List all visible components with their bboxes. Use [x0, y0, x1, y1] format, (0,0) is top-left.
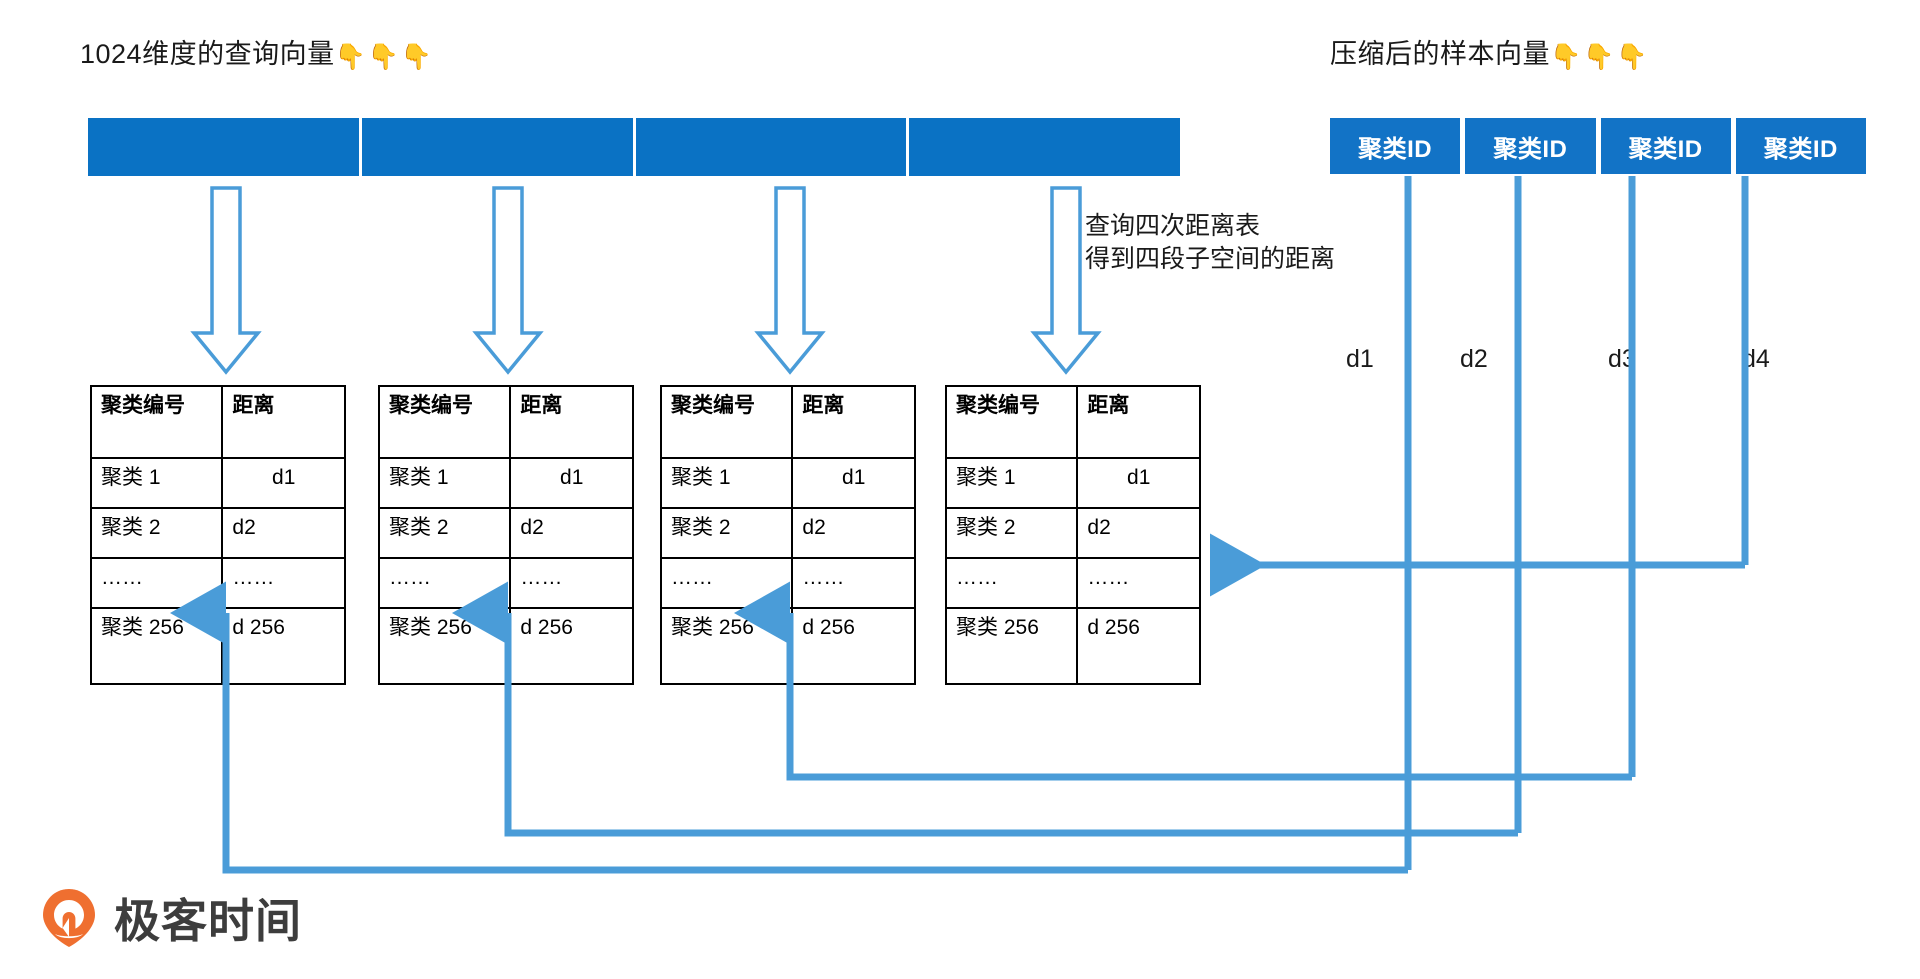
pointing-down-icon-right: 👇👇👇	[1550, 43, 1650, 71]
table-row: 聚类 2 d2	[89, 507, 346, 559]
header-distance: 距离	[1076, 385, 1201, 459]
table-row: 聚类 1 d1	[659, 457, 916, 509]
geektime-logo: 极客时间	[38, 885, 302, 951]
cell-distance: ……	[1076, 557, 1201, 609]
cell-distance: ……	[791, 557, 916, 609]
compressed-vector-title-text: 压缩后的样本向量	[1330, 39, 1550, 69]
cell-cluster: 聚类 2	[89, 507, 224, 559]
table-row: 聚类 256 d 256	[377, 607, 634, 685]
cell-cluster: 聚类 2	[659, 507, 794, 559]
distance-table-2: 聚类编号 距离 聚类 1 d1 聚类 2 d2 …… …… 聚类 256 d 2…	[377, 385, 634, 685]
cell-distance: d 256	[1076, 607, 1201, 685]
cluster-id-box-4: 聚类ID	[1735, 118, 1866, 174]
table-row: 聚类 256 d 256	[89, 607, 346, 685]
cluster-id-box-3: 聚类ID	[1600, 118, 1731, 174]
distance-label-d1: d1	[1346, 345, 1374, 373]
cluster-id-drop-lines	[1404, 176, 1749, 870]
cell-distance: d 256	[221, 607, 346, 685]
geektime-logo-text: 极客时间	[114, 894, 302, 948]
cell-distance: d2	[791, 507, 916, 559]
cell-cluster: 聚类 2	[377, 507, 512, 559]
header-distance: 距离	[791, 385, 916, 459]
table-row: 聚类 2 d2	[377, 507, 634, 559]
cell-distance: d1	[509, 457, 634, 509]
cell-distance: ……	[221, 557, 346, 609]
query-vector-title-text: 1024维度的查询向量	[80, 39, 335, 69]
cell-cluster: ……	[659, 557, 794, 609]
cell-distance: ……	[509, 557, 634, 609]
query-vector-bar	[88, 118, 1180, 176]
block-arrow-down-3	[754, 186, 826, 375]
header-distance: 距离	[509, 385, 634, 459]
table-row: 聚类 2 d2	[659, 507, 916, 559]
query-vector-segment-1	[88, 118, 362, 176]
cell-distance: d2	[221, 507, 346, 559]
cell-distance: d2	[1076, 507, 1201, 559]
cluster-id-row: 聚类ID 聚类ID 聚类ID 聚类ID	[1330, 118, 1866, 174]
distance-table-1: 聚类编号 距离 聚类 1 d1 聚类 2 d2 …… …… 聚类 256 d 2…	[89, 385, 346, 685]
cell-cluster: ……	[377, 557, 512, 609]
table-row: …… ……	[89, 557, 346, 609]
cell-cluster: ……	[89, 557, 224, 609]
cell-distance: d 256	[791, 607, 916, 685]
cluster-id-box-2: 聚类ID	[1465, 118, 1596, 174]
distance-table-3: 聚类编号 距离 聚类 1 d1 聚类 2 d2 …… …… 聚类 256 d 2…	[659, 385, 916, 685]
table-row: …… ……	[377, 557, 634, 609]
distance-label-d4: d4	[1742, 345, 1770, 373]
cell-distance: d1	[791, 457, 916, 509]
query-annotation-line-2: 得到四段子空间的距离	[1085, 245, 1336, 273]
table-row: 聚类 256 d 256	[659, 607, 916, 685]
cell-cluster: ……	[944, 557, 1079, 609]
cell-cluster: 聚类 2	[944, 507, 1079, 559]
table-header-row: 聚类编号 距离	[659, 385, 916, 459]
table-row: …… ……	[659, 557, 916, 609]
block-arrow-down-1	[190, 186, 262, 375]
table-row: 聚类 2 d2	[944, 507, 1201, 559]
header-cluster-id: 聚类编号	[89, 385, 224, 459]
query-vector-segment-2	[361, 118, 636, 176]
header-cluster-id: 聚类编号	[377, 385, 512, 459]
table-row: 聚类 1 d1	[944, 457, 1201, 509]
cell-cluster: 聚类 256	[377, 607, 512, 685]
cell-cluster: 聚类 1	[377, 457, 512, 509]
distance-table-4: 聚类编号 距离 聚类 1 d1 聚类 2 d2 …… …… 聚类 256 d 2…	[944, 385, 1201, 685]
cell-cluster: 聚类 1	[944, 457, 1079, 509]
table-row: 聚类 1 d1	[377, 457, 634, 509]
cell-cluster: 聚类 256	[659, 607, 794, 685]
geektime-logo-icon	[38, 887, 100, 949]
cell-distance: d1	[221, 457, 346, 509]
query-vector-segment-3	[635, 118, 910, 176]
block-arrow-down-2	[472, 186, 544, 375]
header-distance: 距离	[221, 385, 346, 459]
cluster-id-box-1: 聚类ID	[1330, 118, 1461, 174]
query-vector-segment-4	[909, 118, 1180, 176]
cell-distance: d1	[1076, 457, 1201, 509]
query-annotation: 查询四次距离表 得到四段子空间的距离	[1085, 210, 1335, 276]
table-row: 聚类 256 d 256	[944, 607, 1201, 685]
cell-distance: d2	[509, 507, 634, 559]
header-cluster-id: 聚类编号	[944, 385, 1079, 459]
distance-label-d3: d3	[1608, 345, 1636, 373]
table-row: …… ……	[944, 557, 1201, 609]
pointing-down-icon-left: 👇👇👇	[334, 43, 434, 71]
query-split-arrows	[190, 186, 1102, 375]
distance-label-d2: d2	[1460, 345, 1488, 373]
query-vector-title: 1024维度的查询向量👇👇👇	[80, 32, 434, 72]
table-row: 聚类 1 d1	[89, 457, 346, 509]
cell-cluster: 聚类 1	[89, 457, 224, 509]
table-header-row: 聚类编号 距离	[377, 385, 634, 459]
query-annotation-line-1: 查询四次距离表	[1085, 212, 1261, 240]
cell-cluster: 聚类 256	[944, 607, 1079, 685]
table-header-row: 聚类编号 距离	[944, 385, 1201, 459]
connector-3-to-table-3	[734, 581, 1632, 781]
header-cluster-id: 聚类编号	[659, 385, 794, 459]
table-header-row: 聚类编号 距离	[89, 385, 346, 459]
compressed-vector-title: 压缩后的样本向量👇👇👇	[1330, 32, 1649, 72]
cell-distance: d 256	[509, 607, 634, 685]
cell-cluster: 聚类 256	[89, 607, 224, 685]
cell-cluster: 聚类 1	[659, 457, 794, 509]
